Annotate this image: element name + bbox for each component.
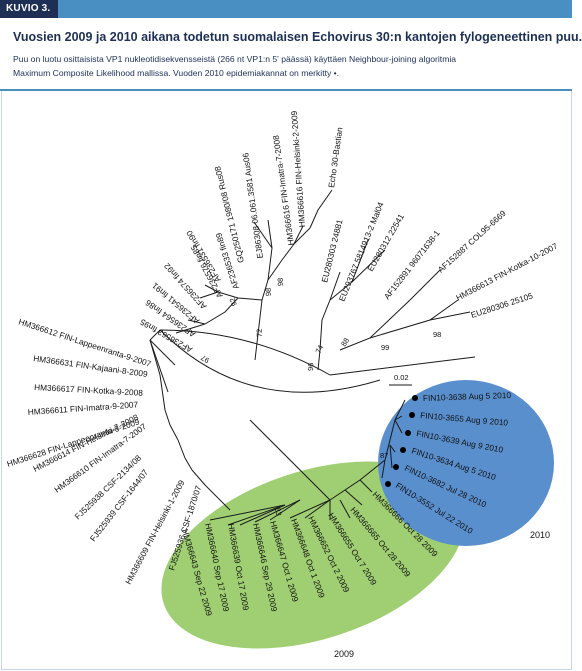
marker-fin3634 [400,447,406,453]
leaf-label: EJ86308 06.061.3581 Aus06 [240,152,265,259]
marker-fin3682 [393,464,399,470]
marker-fin3655 [409,412,415,418]
group-2010-label: 2010 [530,530,550,540]
leaf-label: Echo 30-Bastian [326,126,344,188]
leaf-label: HM366613 FIN-Kotka-10-2007 [454,240,559,302]
leaf-label: AF152887 COL95-6669 [436,208,508,275]
leaf-label: EU280303 24881 [319,218,344,283]
bootstrap-value: 88 [339,336,351,348]
leaf-label: HM366611 FIN-Imatra-9-2007 [27,399,138,417]
figure-caption: Puu on luotu osittaisista VP1 nukleotidi… [13,52,561,80]
bootstrap-value: 99 [381,343,389,352]
group-2010-ellipse [378,380,554,546]
bootstrap-value: 83 [273,507,283,517]
figure-frame [1,91,572,670]
bootstrap-value: 87 [380,451,388,460]
header-rule [0,89,572,91]
epidemic-markers [385,395,418,487]
marker-fin3639 [405,430,411,436]
leaf-label: HM366616 FIN-Helsinki-2-2009 [289,110,307,227]
figure-title: Vuosien 2009 ja 2010 aikana todetun suom… [13,30,582,44]
caption-line-2: Maximum Composite Likelihood mallissa. V… [13,68,340,78]
bootstrap-value: 96 [306,362,315,371]
bootstrap-value: 98 [276,278,285,287]
bootstrap-value: 72 [255,329,264,338]
marker-fin3638 [412,395,418,401]
leaf-label: EU280306 25105 [470,290,535,320]
header-bar [0,0,572,18]
bootstrap-value: 97 [199,353,211,365]
group-2009-ellipse [161,461,465,649]
leaf-label: FIN10-3638 Aug 5 2010 [423,390,512,403]
tree-branches [149,189,476,526]
bootstrap-value: 98 [264,288,273,297]
bootstrap-value: 74 [314,344,326,355]
scale-bar-label: 0.02 [394,373,409,382]
bootstrap-value: 92 [228,296,239,307]
marker-fin3552 [385,481,391,487]
figure-label: KUVIO 3. [0,0,59,18]
caption-line-1: Puu on luotu osittaisista VP1 nukleotidi… [13,54,457,64]
group-2009-label: 2009 [334,649,354,659]
bootstrap-value: 98 [433,330,441,339]
leaf-label: HM366617 FIN-Kotka-9-2008 [34,382,144,398]
